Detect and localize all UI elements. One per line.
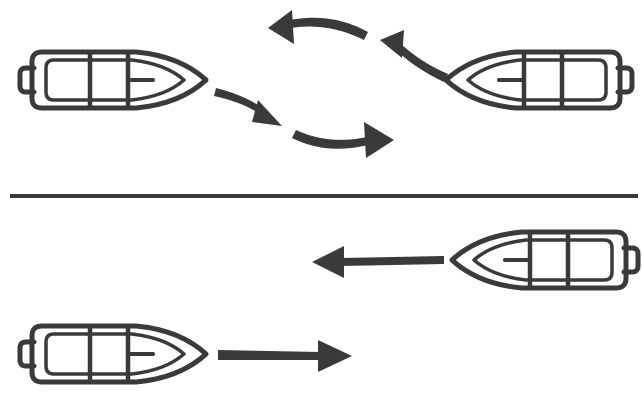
straight-arrow-icon (312, 246, 444, 278)
boat-icon (446, 52, 632, 108)
panel-crossing-paths (20, 10, 632, 158)
boat-icon (452, 232, 638, 288)
panel-head-on-passing (20, 232, 638, 382)
boat-icon (20, 52, 206, 108)
boat-icon (20, 326, 206, 382)
straight-arrow-icon (218, 340, 352, 372)
curved-arrow-icon (214, 88, 394, 158)
curved-arrow-icon (268, 10, 448, 82)
